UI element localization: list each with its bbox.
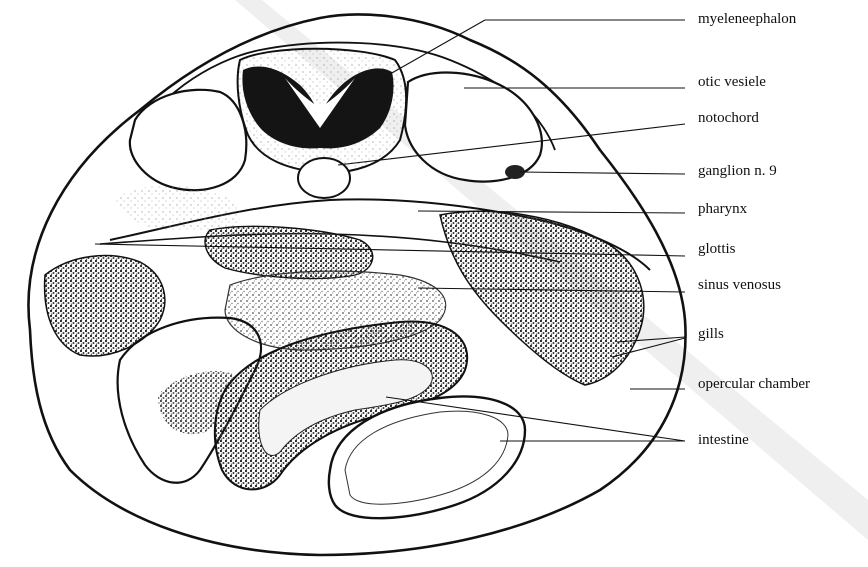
- label-notochord: notochord: [698, 109, 759, 127]
- label-intestine: intestine: [698, 431, 749, 449]
- label-otic-vesicle: otic vesiele: [698, 73, 766, 91]
- dorsal-fin-stipple: [115, 185, 240, 233]
- label-pharynx: pharynx: [698, 200, 747, 218]
- otic-vesicle-left: [130, 90, 246, 190]
- label-sinus-venosus: sinus venosus: [698, 276, 781, 294]
- gill-mass-right: [440, 211, 644, 385]
- label-opercular-chamber: opercular chamber: [698, 375, 810, 393]
- label-glottis: glottis: [698, 240, 736, 258]
- label-myelencephalon: myeleneephalon: [698, 10, 796, 28]
- gill-mass-left: [45, 256, 165, 356]
- leader-ganglion: [520, 172, 685, 174]
- label-ganglion: ganglion n. 9: [698, 162, 777, 180]
- label-gills: gills: [698, 325, 724, 343]
- otic-vesicle-right: [405, 73, 542, 182]
